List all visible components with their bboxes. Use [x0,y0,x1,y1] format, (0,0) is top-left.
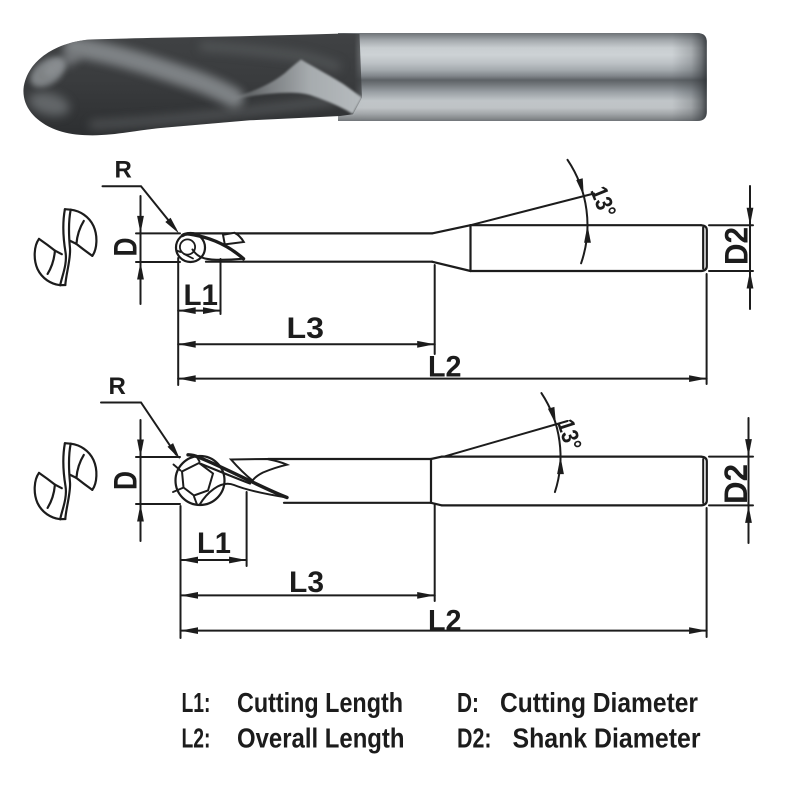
svg-text:R: R [109,373,126,400]
svg-text:D:: D: [457,687,479,718]
svg-text:D: D [108,238,144,257]
svg-text:L1: L1 [184,279,219,312]
svg-text:R: R [115,157,132,184]
svg-text:Overall Length: Overall Length [237,723,405,754]
svg-text:13°: 13° [551,416,586,454]
svg-text:D2:: D2: [457,723,492,754]
svg-text:L2: L2 [428,351,462,384]
svg-text:L3: L3 [287,312,325,345]
svg-text:D2: D2 [718,464,754,504]
svg-text:Shank Diameter: Shank Diameter [513,723,701,754]
svg-text:Cutting Diameter: Cutting Diameter [500,687,698,718]
svg-text:L2: L2 [428,605,462,638]
svg-text:L1: L1 [197,527,231,560]
svg-text:L3: L3 [289,566,324,599]
svg-text:Cutting Length: Cutting Length [237,687,403,718]
svg-text:L1:: L1: [182,687,211,718]
svg-text:D: D [108,471,144,490]
svg-text:L2:: L2: [182,723,211,754]
svg-text:13°: 13° [584,183,621,222]
svg-text:D2: D2 [719,227,755,265]
